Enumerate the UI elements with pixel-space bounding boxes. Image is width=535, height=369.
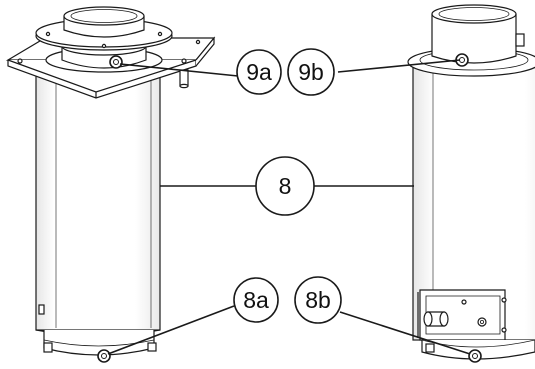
right-boiler-unit: [407, 4, 535, 363]
callout-9a: 9a: [236, 49, 282, 95]
leader-9a: [119, 63, 239, 77]
right-top-pipe: [431, 4, 525, 64]
leader-9b: [337, 59, 461, 73]
callout-label-8b: 8b: [305, 287, 331, 313]
right-side-pipe-stub: [423, 311, 449, 327]
callout-8a: 8a: [233, 277, 279, 323]
right-bottom-screw: [468, 349, 482, 363]
callout-8b: 8b: [294, 276, 342, 324]
callout-label-9a: 9a: [246, 59, 272, 85]
left-cylinder-body: [35, 71, 161, 337]
left-top-pipe: [63, 6, 145, 38]
callout-label-9b: 9b: [298, 59, 324, 85]
callout-label-8a: 8a: [243, 287, 269, 313]
callout-label-8: 8: [279, 173, 292, 199]
left-boiler-unit: [5, 6, 216, 363]
leader-8b: [339, 311, 471, 355]
leader-8a: [107, 305, 235, 355]
right-small-fitting: [477, 317, 487, 327]
leader-lines: [107, 59, 471, 355]
callout-9b: 9b: [287, 48, 335, 96]
left-collar-screw: [109, 55, 123, 69]
left-bottom-screw: [97, 349, 111, 363]
callout-8: 8: [255, 156, 315, 216]
